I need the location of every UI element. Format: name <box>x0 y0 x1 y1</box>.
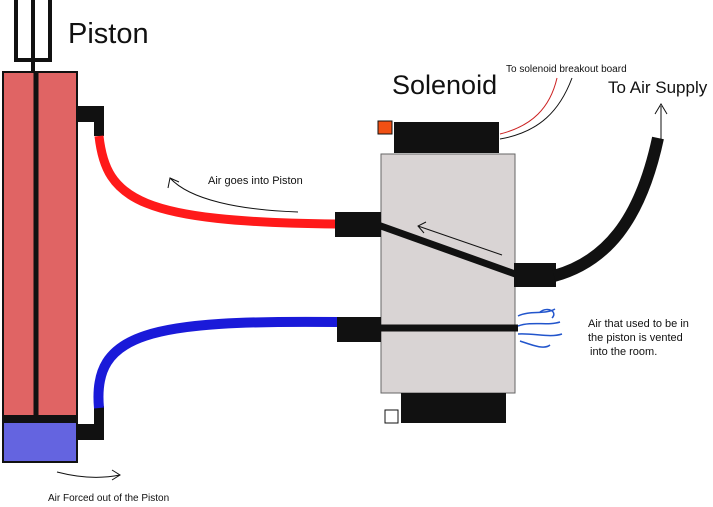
solenoid-bottom-coil <box>401 393 506 423</box>
port-b-fitting <box>337 317 381 342</box>
piston-body <box>2 71 78 423</box>
internal-channel-upper <box>376 221 520 279</box>
blue-hose <box>93 316 339 409</box>
solenoid-white-terminal <box>384 409 399 424</box>
breakout-wire-black <box>499 77 573 140</box>
port-supply-fitting <box>514 263 556 287</box>
vent-puff-icon <box>517 308 563 348</box>
vented-line-3: into the room. <box>590 346 658 358</box>
solenoid-body <box>380 153 516 394</box>
air-in-arrow <box>169 177 299 213</box>
air-in-arrowhead <box>167 177 180 189</box>
air-out-arrow <box>56 471 121 478</box>
breakout-label: To solenoid breakout board <box>506 64 627 75</box>
piston-top-fitting <box>77 106 104 136</box>
piston-bottom-chamber <box>2 421 78 463</box>
solenoid-top-coil <box>394 122 499 153</box>
air-out-arrowhead <box>111 469 121 481</box>
solenoid-flow-arrow <box>417 225 503 256</box>
solenoid-title: Solenoid <box>392 70 498 100</box>
solenoid-orange-terminal <box>377 120 393 135</box>
air-supply-hose <box>552 136 664 282</box>
air-supply-arrowhead <box>654 103 668 115</box>
solenoid-flow-arrowhead <box>417 221 427 234</box>
port-a-fitting <box>335 212 381 237</box>
breakout-wire-red <box>499 77 558 135</box>
piston-title: Piston <box>68 18 149 50</box>
air-supply-label: To Air Supply <box>608 78 708 97</box>
air-in-label: Air goes into Piston <box>208 175 303 187</box>
vented-line-1: Air that used to be in <box>588 318 689 330</box>
vented-line-2: the piston is vented <box>588 332 683 344</box>
air-out-label: Air Forced out of the Piston <box>48 493 170 504</box>
red-hose <box>94 135 337 229</box>
piston-bottom-fitting <box>77 406 104 440</box>
